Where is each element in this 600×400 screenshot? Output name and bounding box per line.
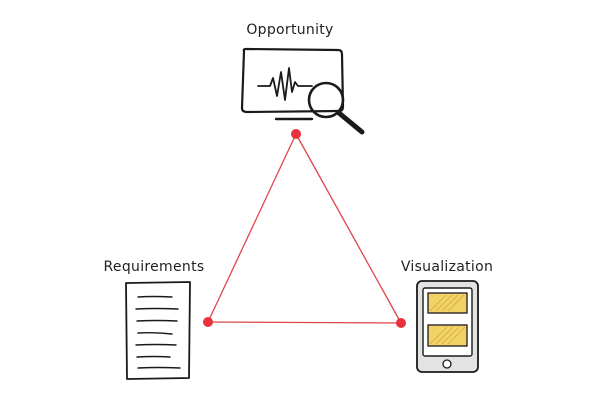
monitor-with-magnifier-icon [240, 47, 365, 135]
visualization-label: Visualization [401, 259, 493, 275]
requirements-label: Requirements [104, 259, 205, 275]
triangle-vertices [203, 129, 406, 328]
vertex-right [396, 318, 406, 328]
document-icon [125, 281, 191, 380]
vertex-top [291, 129, 301, 139]
node-requirements: Requirements [104, 259, 205, 380]
triangle-edges [207, 133, 402, 324]
edge-top-left [207, 133, 297, 323]
edge-left-right [207, 321, 402, 324]
node-visualization: Visualization [401, 259, 493, 373]
vertex-left [203, 317, 213, 327]
tablet-icon [416, 280, 479, 373]
node-opportunity: Opportunity [240, 22, 365, 135]
opportunity-label: Opportunity [246, 22, 333, 38]
edge-top-right [295, 133, 402, 324]
